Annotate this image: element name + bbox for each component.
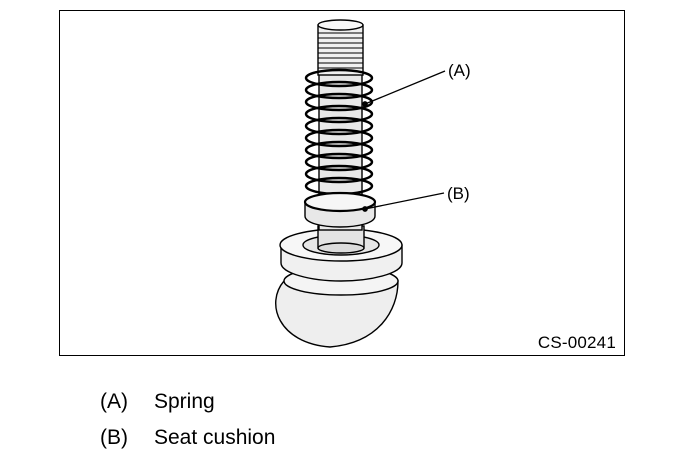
callout-a: (A) xyxy=(448,61,471,80)
legend-row-a: (A) Spring xyxy=(100,384,275,420)
leader-line-a xyxy=(364,70,446,105)
leader-dot-b xyxy=(362,206,368,212)
spring-seat-illustration: (A) (B) xyxy=(275,19,471,348)
legend-row-b: (B) Seat cushion xyxy=(100,420,275,456)
leader-line-b xyxy=(364,192,445,210)
legend-key: (A) xyxy=(100,390,128,413)
callout-b: (B) xyxy=(447,184,470,203)
figure-code: CS-00241 xyxy=(537,333,616,352)
legend: (A) Spring (B) Seat cushion xyxy=(100,384,275,456)
legend-key: (B) xyxy=(100,426,128,449)
thread-lines xyxy=(318,32,363,69)
seat-cushion-ring xyxy=(303,191,377,228)
leader-lines xyxy=(362,70,446,212)
figure-frame: (A) (B) CS-00241 xyxy=(59,10,625,356)
legend-text: Spring xyxy=(154,390,215,413)
legend-text: Seat cushion xyxy=(154,426,276,449)
leader-dot-a xyxy=(362,101,368,107)
spring-coils xyxy=(304,68,374,196)
